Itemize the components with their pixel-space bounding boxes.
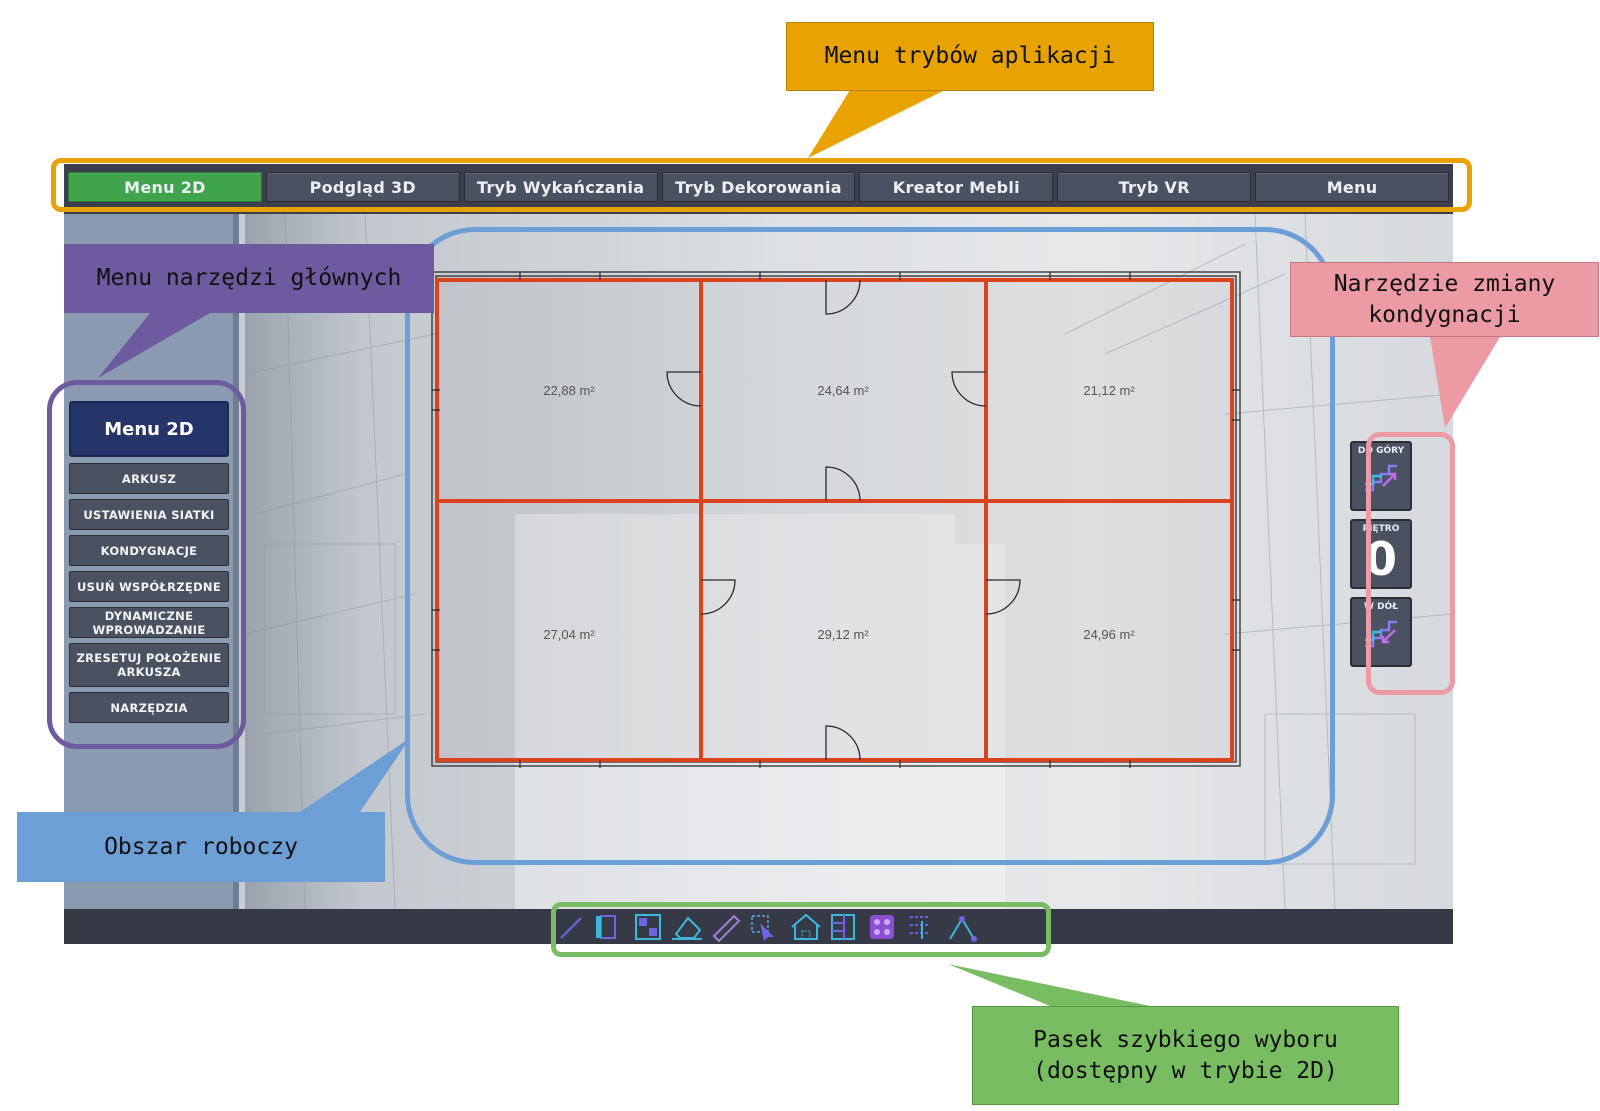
quick-bar-icons [560, 913, 977, 943]
house-icon[interactable] [791, 913, 821, 940]
floors-button[interactable]: Kondygnacje [69, 535, 229, 566]
quickbar-frame [551, 902, 1051, 957]
quickbar-callout: Pasek szybkiego wyboru (dostępny w trybi… [972, 1006, 1399, 1105]
stairs-up-icon [1365, 464, 1397, 492]
main-tools-menu: Menu 2D Arkusz Ustawienia siatki Kondygn… [69, 401, 229, 728]
mode-menu-2d[interactable]: Menu 2D [68, 172, 262, 202]
floor-up-label: Do góry [1357, 446, 1405, 456]
floor-down-label: W dół [1364, 602, 1398, 612]
main-tools-frame [47, 380, 246, 749]
mode-main-menu[interactable]: Menu [1255, 172, 1450, 202]
grid-settings-button[interactable]: Ustawienia siatki [69, 499, 229, 530]
main-tools-callout: Menu narzędzi głównych [64, 244, 434, 313]
measure-angle-icon[interactable] [949, 916, 977, 942]
door-icon[interactable] [596, 915, 616, 939]
dimension-icon[interactable] [910, 916, 930, 939]
stairs-icon[interactable] [831, 914, 855, 940]
tools-button[interactable]: Narzędzia [69, 692, 229, 723]
mode-furniture-creator[interactable]: Kreator Mebli [859, 172, 1054, 202]
select-icon[interactable] [751, 915, 774, 941]
floor-label: Piętro [1362, 524, 1400, 534]
main-menu-title: Menu 2D [69, 401, 229, 457]
dynamic-input-button[interactable]: Dynamiczne wprowadzanie [69, 607, 229, 638]
mode-menu-bar: Menu 2D Podgląd 3D Tryb Wykańczania Tryb… [64, 164, 1453, 214]
floor-indicator: Piętro 0 [1350, 519, 1412, 589]
reset-sheet-position-button[interactable]: Zresetuj położenie arkusza [69, 643, 229, 687]
mode-preview-3d[interactable]: Podgląd 3D [265, 172, 460, 202]
eraser-icon[interactable] [672, 916, 702, 940]
grid-icon[interactable] [870, 915, 894, 939]
floor-change-callout: Narzędzie zmiany kondygnacji [1290, 262, 1599, 337]
floor-up-button[interactable]: Do góry [1350, 441, 1412, 511]
ruler-icon[interactable] [712, 914, 741, 943]
sheet-button[interactable]: Arkusz [69, 463, 229, 494]
workspace-frame [405, 227, 1335, 865]
mode-vr[interactable]: Tryb VR [1057, 172, 1252, 202]
floor-tool-frame [1366, 432, 1455, 695]
window-icon[interactable] [635, 914, 661, 940]
mode-finishing[interactable]: Tryb Wykańczania [463, 172, 658, 202]
remove-coordinates-button[interactable]: Usuń współrzędne [69, 571, 229, 602]
modes-menu-frame [51, 158, 1472, 212]
floor-change-tool: Do góry Piętro 0 W dół [1348, 441, 1414, 675]
line-icon[interactable] [560, 917, 582, 939]
quick-selection-bar [64, 909, 1453, 944]
mode-decorating[interactable]: Tryb Dekorowania [661, 172, 856, 202]
modes-menu-callout: Menu trybów aplikacji [786, 22, 1154, 91]
workspace-callout: Obszar roboczy [17, 812, 385, 882]
modes-callout-tail [808, 90, 945, 158]
quickbar-callout-tail [948, 964, 1150, 1006]
